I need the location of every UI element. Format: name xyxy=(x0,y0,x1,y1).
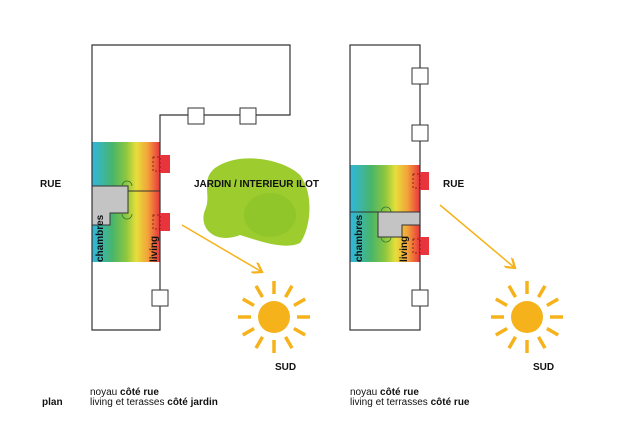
caption-left-line1: noyau côté rue xyxy=(90,387,159,398)
label-chambres-left: chambres xyxy=(95,214,106,262)
sun-disc xyxy=(511,301,543,333)
sun-ray xyxy=(494,297,508,308)
window-box xyxy=(411,289,429,307)
sun-ray xyxy=(293,326,307,337)
right-terrace-1 xyxy=(420,172,429,190)
sun-ray xyxy=(546,297,560,308)
sun-ray xyxy=(283,284,294,298)
right-plan: chambres living xyxy=(349,44,429,331)
sun-ray xyxy=(546,326,560,337)
sun-ray xyxy=(293,297,307,308)
label-living-left: living xyxy=(149,236,160,262)
caption-left-line2: living et terasses côté jardin xyxy=(90,397,218,408)
sun-ray xyxy=(494,326,508,337)
sun-icon-left xyxy=(238,281,310,353)
caption-right-line2: living et terrasses côté rue xyxy=(350,397,470,408)
sun-icon-right xyxy=(491,281,563,353)
sun-disc xyxy=(258,301,290,333)
sun-ray xyxy=(254,284,265,298)
sun-ray xyxy=(507,284,518,298)
right-terrace-2 xyxy=(420,237,429,255)
window-box xyxy=(411,124,429,142)
left-plan: chambres living xyxy=(91,44,291,331)
label-rue-right: RUE xyxy=(443,179,464,190)
label-chambres-right: chambres xyxy=(354,214,365,262)
label-sud-right: SUD xyxy=(533,362,554,373)
sun-arrow-right xyxy=(439,204,515,268)
sun-ray xyxy=(241,297,255,308)
sun-ray xyxy=(536,336,547,350)
caption-plan: plan xyxy=(42,397,63,408)
sun-ray xyxy=(254,336,265,350)
label-rue-left: RUE xyxy=(40,179,61,190)
window-box xyxy=(151,289,169,307)
caption-right-line1: noyau côté rue xyxy=(350,387,419,398)
label-jardin: JARDIN / INTERIEUR ILOT xyxy=(194,179,319,190)
sun-ray xyxy=(283,336,294,350)
sun-ray xyxy=(241,326,255,337)
window-box xyxy=(187,107,205,125)
left-building-outline xyxy=(91,44,291,331)
label-living-right: living xyxy=(399,236,410,262)
sun-arrow-left xyxy=(181,224,262,272)
label-sud-left: SUD xyxy=(275,362,296,373)
window-box xyxy=(411,67,429,85)
sun-ray xyxy=(507,336,518,350)
sun-ray xyxy=(536,284,547,298)
left-terrace-2 xyxy=(160,213,170,231)
window-box xyxy=(239,107,257,125)
left-terrace-1 xyxy=(160,155,170,173)
